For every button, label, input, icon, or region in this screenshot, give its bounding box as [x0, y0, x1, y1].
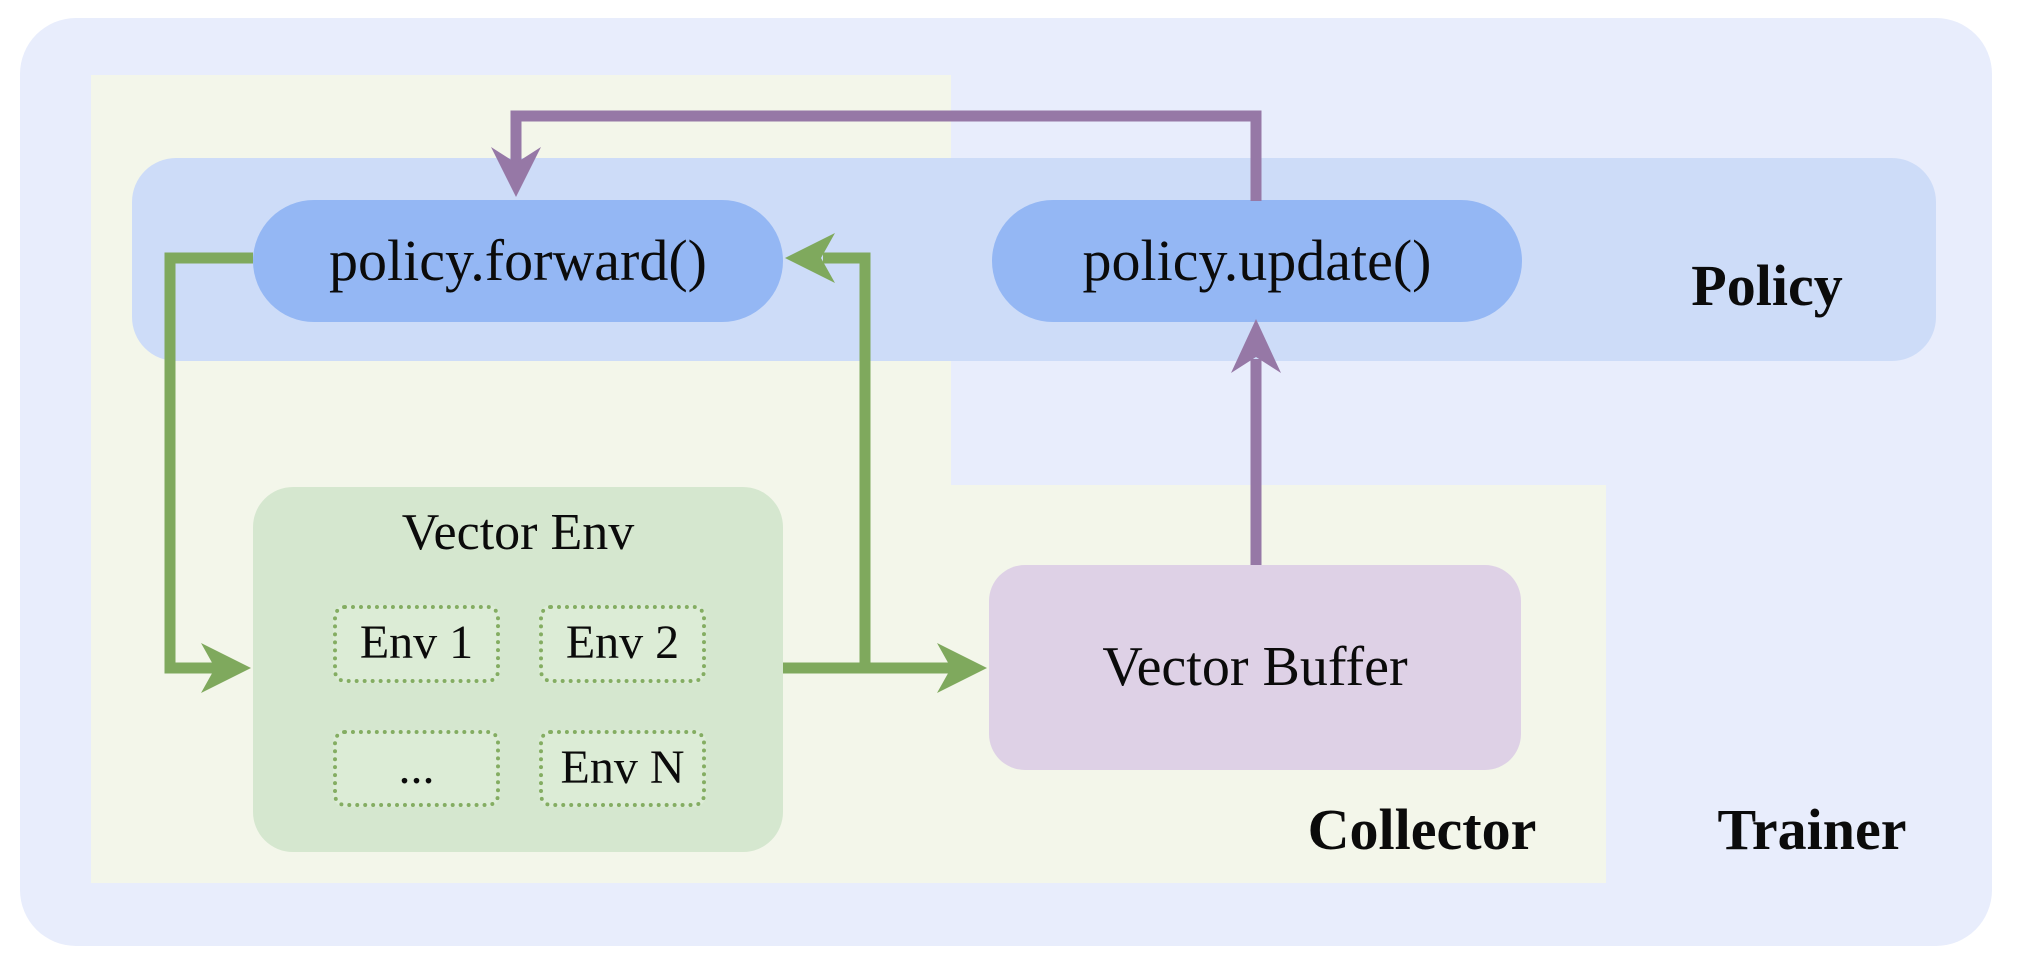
- env-slot-n: Env N: [539, 730, 706, 807]
- vector-env-title: Vector Env: [401, 504, 635, 561]
- policy-update-node: policy.update(): [992, 200, 1522, 322]
- vector-buffer-node: Vector Buffer: [989, 565, 1521, 770]
- trainer-label: Trainer: [1717, 797, 1907, 862]
- collector-label: Collector: [1307, 797, 1537, 862]
- policy-forward-node: policy.forward(): [253, 200, 783, 322]
- vector-env-box: Vector Env Env 1 Env 2 ... Env N: [253, 487, 783, 852]
- policy-label: Policy: [1691, 253, 1843, 318]
- env-slot-2: Env 2: [539, 605, 706, 683]
- env-slot-1: Env 1: [333, 605, 500, 683]
- env-slot-ellipsis: ...: [333, 730, 500, 807]
